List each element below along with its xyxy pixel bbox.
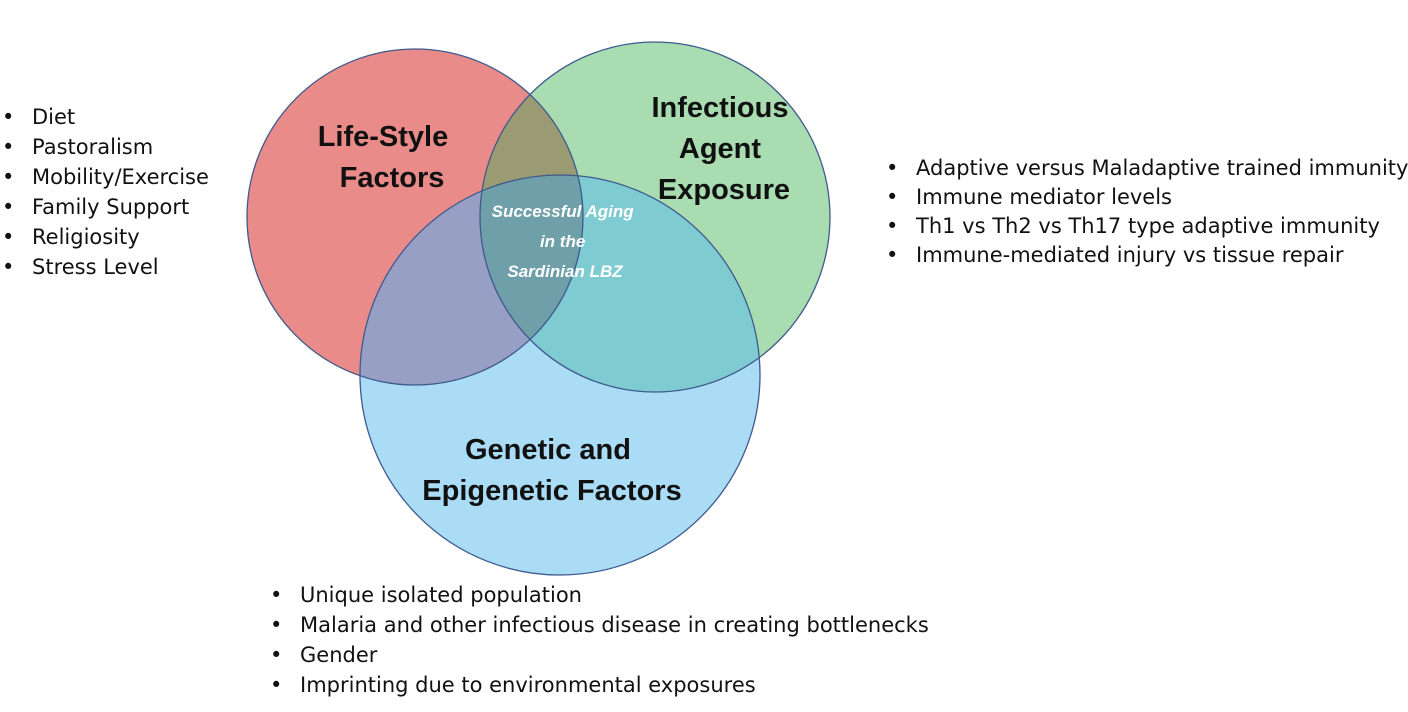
infectious-title-line: Agent	[679, 133, 762, 165]
infectious-title: Infectious Agent Exposure	[651, 92, 796, 206]
infectious-bullet-list: Adaptive versus Maladaptive trained immu…	[884, 154, 1408, 270]
infectious-bullet: Th1 vs Th2 vs Th17 type adaptive immunit…	[884, 212, 1408, 241]
infectious-title-line: Infectious	[651, 92, 788, 124]
center-label-line: Sardinian LBZ	[507, 262, 623, 281]
genetic-outline	[359, 174, 761, 576]
lifestyle-bullet: Diet	[0, 102, 209, 132]
infectious-bullet: Adaptive versus Maladaptive trained immu…	[884, 154, 1408, 183]
lifestyle-bullet: Family Support	[0, 192, 209, 222]
genetic-bullet: Imprinting due to environmental exposure…	[268, 670, 929, 700]
lifestyle-bullet: Religiosity	[0, 222, 209, 252]
infectious-title-line: Exposure	[658, 174, 790, 206]
center-label-line: in the	[540, 232, 585, 251]
genetic-title-line: Epigenetic Factors	[422, 475, 681, 507]
genetic-title-line: Genetic and	[465, 434, 631, 466]
center-label-line: Successful Aging	[492, 202, 635, 221]
lifestyle-title-line: Life-Style	[318, 121, 449, 153]
lifestyle-bullet: Pastoralism	[0, 132, 209, 162]
lifestyle-title: Life-Style Factors	[318, 121, 457, 194]
lifestyle-bullet-list: Diet Pastoralism Mobility/Exercise Famil…	[0, 102, 209, 282]
lifestyle-bullet: Mobility/Exercise	[0, 162, 209, 192]
infectious-bullet: Immune-mediated injury vs tissue repair	[884, 241, 1408, 270]
genetic-bullet: Gender	[268, 640, 929, 670]
center-label: Successful Aging in the Sardinian LBZ	[492, 202, 639, 281]
venn-diagram: Life-Style Factors Infectious Agent Expo…	[246, 41, 831, 576]
genetic-bullet-list: Unique isolated population Malaria and o…	[268, 580, 929, 700]
genetic-bullet: Malaria and other infectious disease in …	[268, 610, 929, 640]
lifestyle-outline	[246, 48, 584, 386]
genetic-bullet: Unique isolated population	[268, 580, 929, 610]
infectious-bullet: Immune mediator levels	[884, 183, 1408, 212]
infectious-outline	[479, 41, 831, 393]
venn-diagram-figure: Life-Style Factors Infectious Agent Expo…	[0, 0, 1250, 712]
genetic-title: Genetic and Epigenetic Factors	[422, 434, 681, 507]
lifestyle-bullet: Stress Level	[0, 252, 209, 282]
lifestyle-title-line: Factors	[340, 162, 445, 194]
